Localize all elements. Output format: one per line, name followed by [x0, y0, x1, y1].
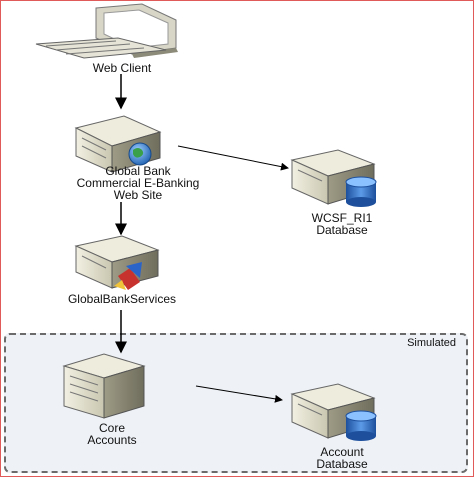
account-db-label-line-1: Account	[320, 445, 364, 459]
wcsf-db-label-line-2: Database	[316, 223, 368, 237]
services-label: GlobalBankServices	[67, 292, 177, 306]
web-client-label: Web Client	[92, 61, 152, 75]
web-site-label-line-1: Global Bank	[105, 164, 171, 178]
database-server-icon	[290, 383, 377, 441]
web-site-label: Global Bank Commercial E-Banking Web Sit…	[28, 165, 248, 201]
core-to-account-db-arrow	[195, 385, 283, 403]
database-server-icon	[290, 149, 377, 207]
account-db-label: Account Database	[282, 446, 402, 470]
core-accounts-label: Core Accounts	[62, 422, 162, 446]
service-server-icon	[74, 235, 160, 290]
core-accounts-label-line-1: Core	[98, 421, 125, 435]
core-accounts-label-line-2: Accounts	[87, 433, 137, 447]
tower-server-icon	[62, 353, 146, 419]
wcsf-db-label: WCSF_RI1 Database	[282, 212, 402, 236]
simulated-label: Simulated	[407, 337, 456, 349]
account-db-label-line-2: Database	[316, 457, 368, 471]
web-site-label-line-2: Commercial E-Banking	[76, 176, 200, 190]
desktop-computer-icon	[35, 3, 178, 59]
website-to-wcsf-db-arrow	[177, 145, 289, 171]
web-server-globe-icon	[74, 115, 162, 173]
wcsf-db-label-line-1: WCSF_RI1	[311, 211, 373, 225]
web-site-label-line-3: Web Site	[113, 188, 163, 202]
